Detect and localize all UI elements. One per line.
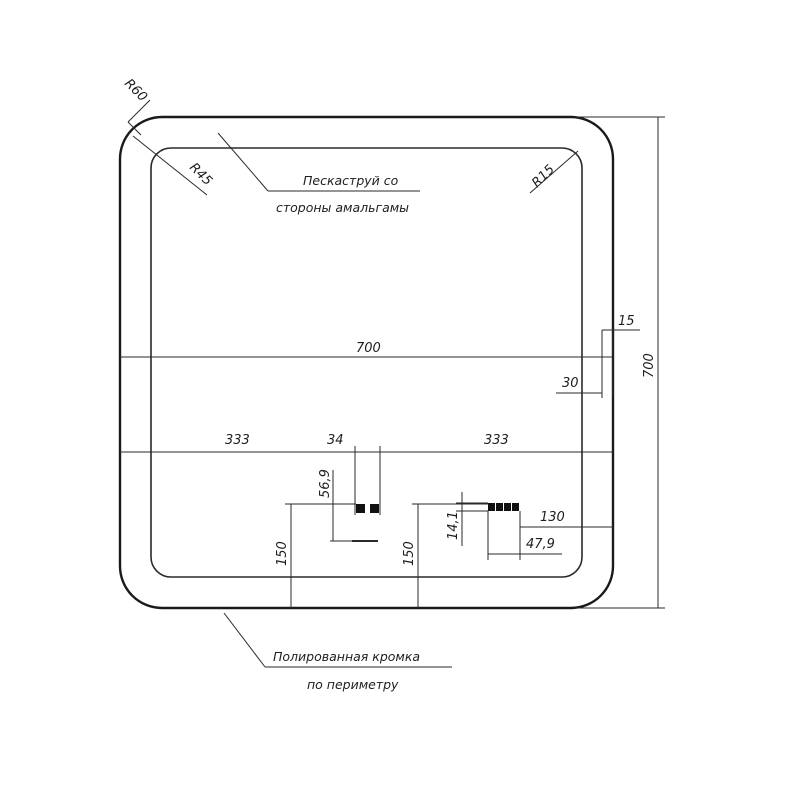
width-700-label: 700	[356, 341, 381, 356]
h-56-9-label: 56,9	[318, 469, 333, 498]
sandblast-leader	[217, 132, 269, 192]
sensor-block-3	[504, 503, 511, 511]
polished-note-line2: по периметру	[307, 677, 399, 692]
switch-block-left-a	[356, 504, 365, 513]
h-150-right-label: 150	[402, 541, 417, 566]
right-333-label: 333	[484, 433, 509, 448]
polished-leader	[223, 612, 266, 668]
sensor-block-1	[488, 503, 495, 511]
gap-34-label: 34	[327, 433, 344, 448]
switch-block-left-b	[370, 504, 379, 513]
sandblast-note-line2: стороны амальгамы	[276, 200, 409, 215]
h-14-1-label: 14,1	[446, 511, 461, 540]
r60-leader	[127, 99, 151, 123]
sandblast-note-line1: Пескаструй со	[303, 173, 399, 188]
r15-leader	[529, 150, 579, 194]
edge-30-label: 30	[562, 376, 579, 391]
w-47-9-label: 47,9	[526, 537, 555, 552]
r60-label: R60	[121, 76, 150, 105]
height-700-label: 700	[642, 353, 657, 378]
sensor-block-2	[496, 503, 503, 511]
r45-leader	[132, 135, 208, 196]
w-130-label: 130	[540, 510, 565, 525]
r15-label: R15	[529, 162, 558, 191]
r45-label: R45	[186, 160, 215, 189]
h-150-left-label: 150	[275, 541, 290, 566]
polished-note-line1: Полированная кромка	[273, 649, 420, 664]
left-333-label: 333	[225, 433, 250, 448]
r60-leader-stem	[127, 121, 142, 136]
sensor-block-4	[512, 503, 519, 511]
sandblast-inner-contour	[150, 147, 583, 578]
edge-15-label: 15	[618, 314, 635, 329]
